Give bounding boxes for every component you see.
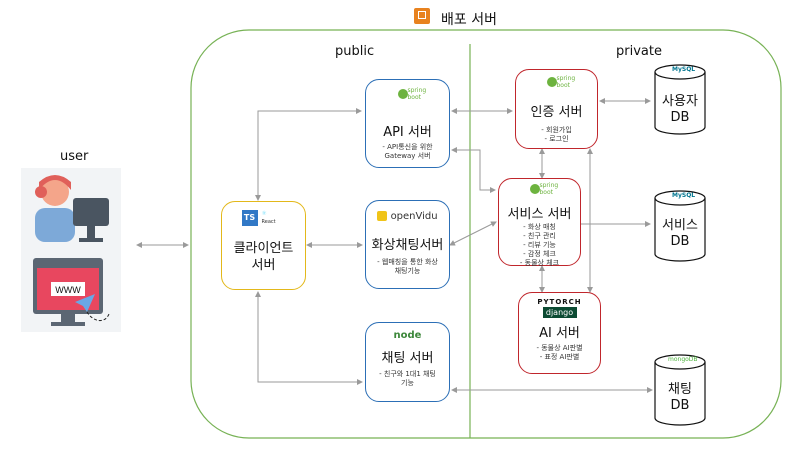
video-chat-server-desc: 웹매칭을 통한 화상 채팅기능 (366, 258, 449, 276)
chat-db-label: 채팅 DB (668, 382, 692, 413)
user-panel: WWW (21, 168, 121, 332)
api-server-desc: API통신을 위한 Gateway 서버 (366, 143, 449, 161)
ai-server-title: AI 서버 (539, 326, 580, 341)
svg-text:WWW: WWW (55, 285, 81, 295)
auth-server-desc: 회원가입로그인 (516, 126, 597, 144)
service-server-desc: 화상 매칭친구 관리리뷰 기능감정 체크동물상 체크 (499, 223, 580, 268)
ai-server-desc: 동물상 AI판별표정 AI판별 (519, 344, 600, 362)
mysql-logo: MySQL (672, 66, 696, 73)
service-db-cylinder (654, 190, 706, 262)
user-label: user (60, 149, 89, 164)
ai-server-box: PYTORCH django AI 서버 동물상 AI판별표정 AI판별 (518, 292, 601, 374)
mongodb-logo: mongoDB (668, 356, 698, 363)
public-zone-label: public (335, 44, 375, 59)
person-at-computer-icon (35, 175, 109, 242)
chat-server-box: node 채팅 서버 친구와 1대1 채팅기능 (365, 322, 450, 402)
mysql-logo: MySQL (672, 192, 696, 199)
deploy-server-title: 배포 서버 (441, 12, 497, 28)
video-chat-server-title: 화상채팅서버 (371, 238, 444, 253)
chat-db-cylinder (654, 354, 706, 426)
api-server-title: API 서버 (383, 125, 432, 140)
service-db-label: 서비스 DB (662, 218, 698, 249)
django-logo: django (542, 307, 577, 318)
auth-server-title: 인증 서버 (530, 105, 583, 120)
user-db-label: 사용자 DB (662, 94, 698, 125)
pytorch-logo: PYTORCH (537, 298, 582, 306)
deploy-server-boundary (190, 29, 782, 439)
chat-server-title: 채팅 서버 (381, 351, 434, 366)
private-zone-label: private (616, 44, 662, 59)
user-db-cylinder (654, 64, 706, 135)
nodejs-logo: node (393, 330, 422, 341)
service-server-title: 서비스 서버 (507, 207, 572, 222)
typescript-react-logo: TS ⚛ React (241, 210, 286, 228)
web-browser-icon: WWW (33, 258, 110, 326)
chat-server-desc: 친구와 1대1 채팅기능 (366, 370, 449, 388)
aws-ec2-icon (414, 8, 430, 24)
client-server-box: TS ⚛ React 클라이언트 서버 (221, 201, 306, 290)
client-server-title: 클라이언트 서버 (233, 241, 294, 273)
openvidu-logo: openVidu (366, 211, 449, 222)
video-chat-server-box: openVidu 화상채팅서버 웹매칭을 통한 화상 채팅기능 (365, 200, 450, 289)
